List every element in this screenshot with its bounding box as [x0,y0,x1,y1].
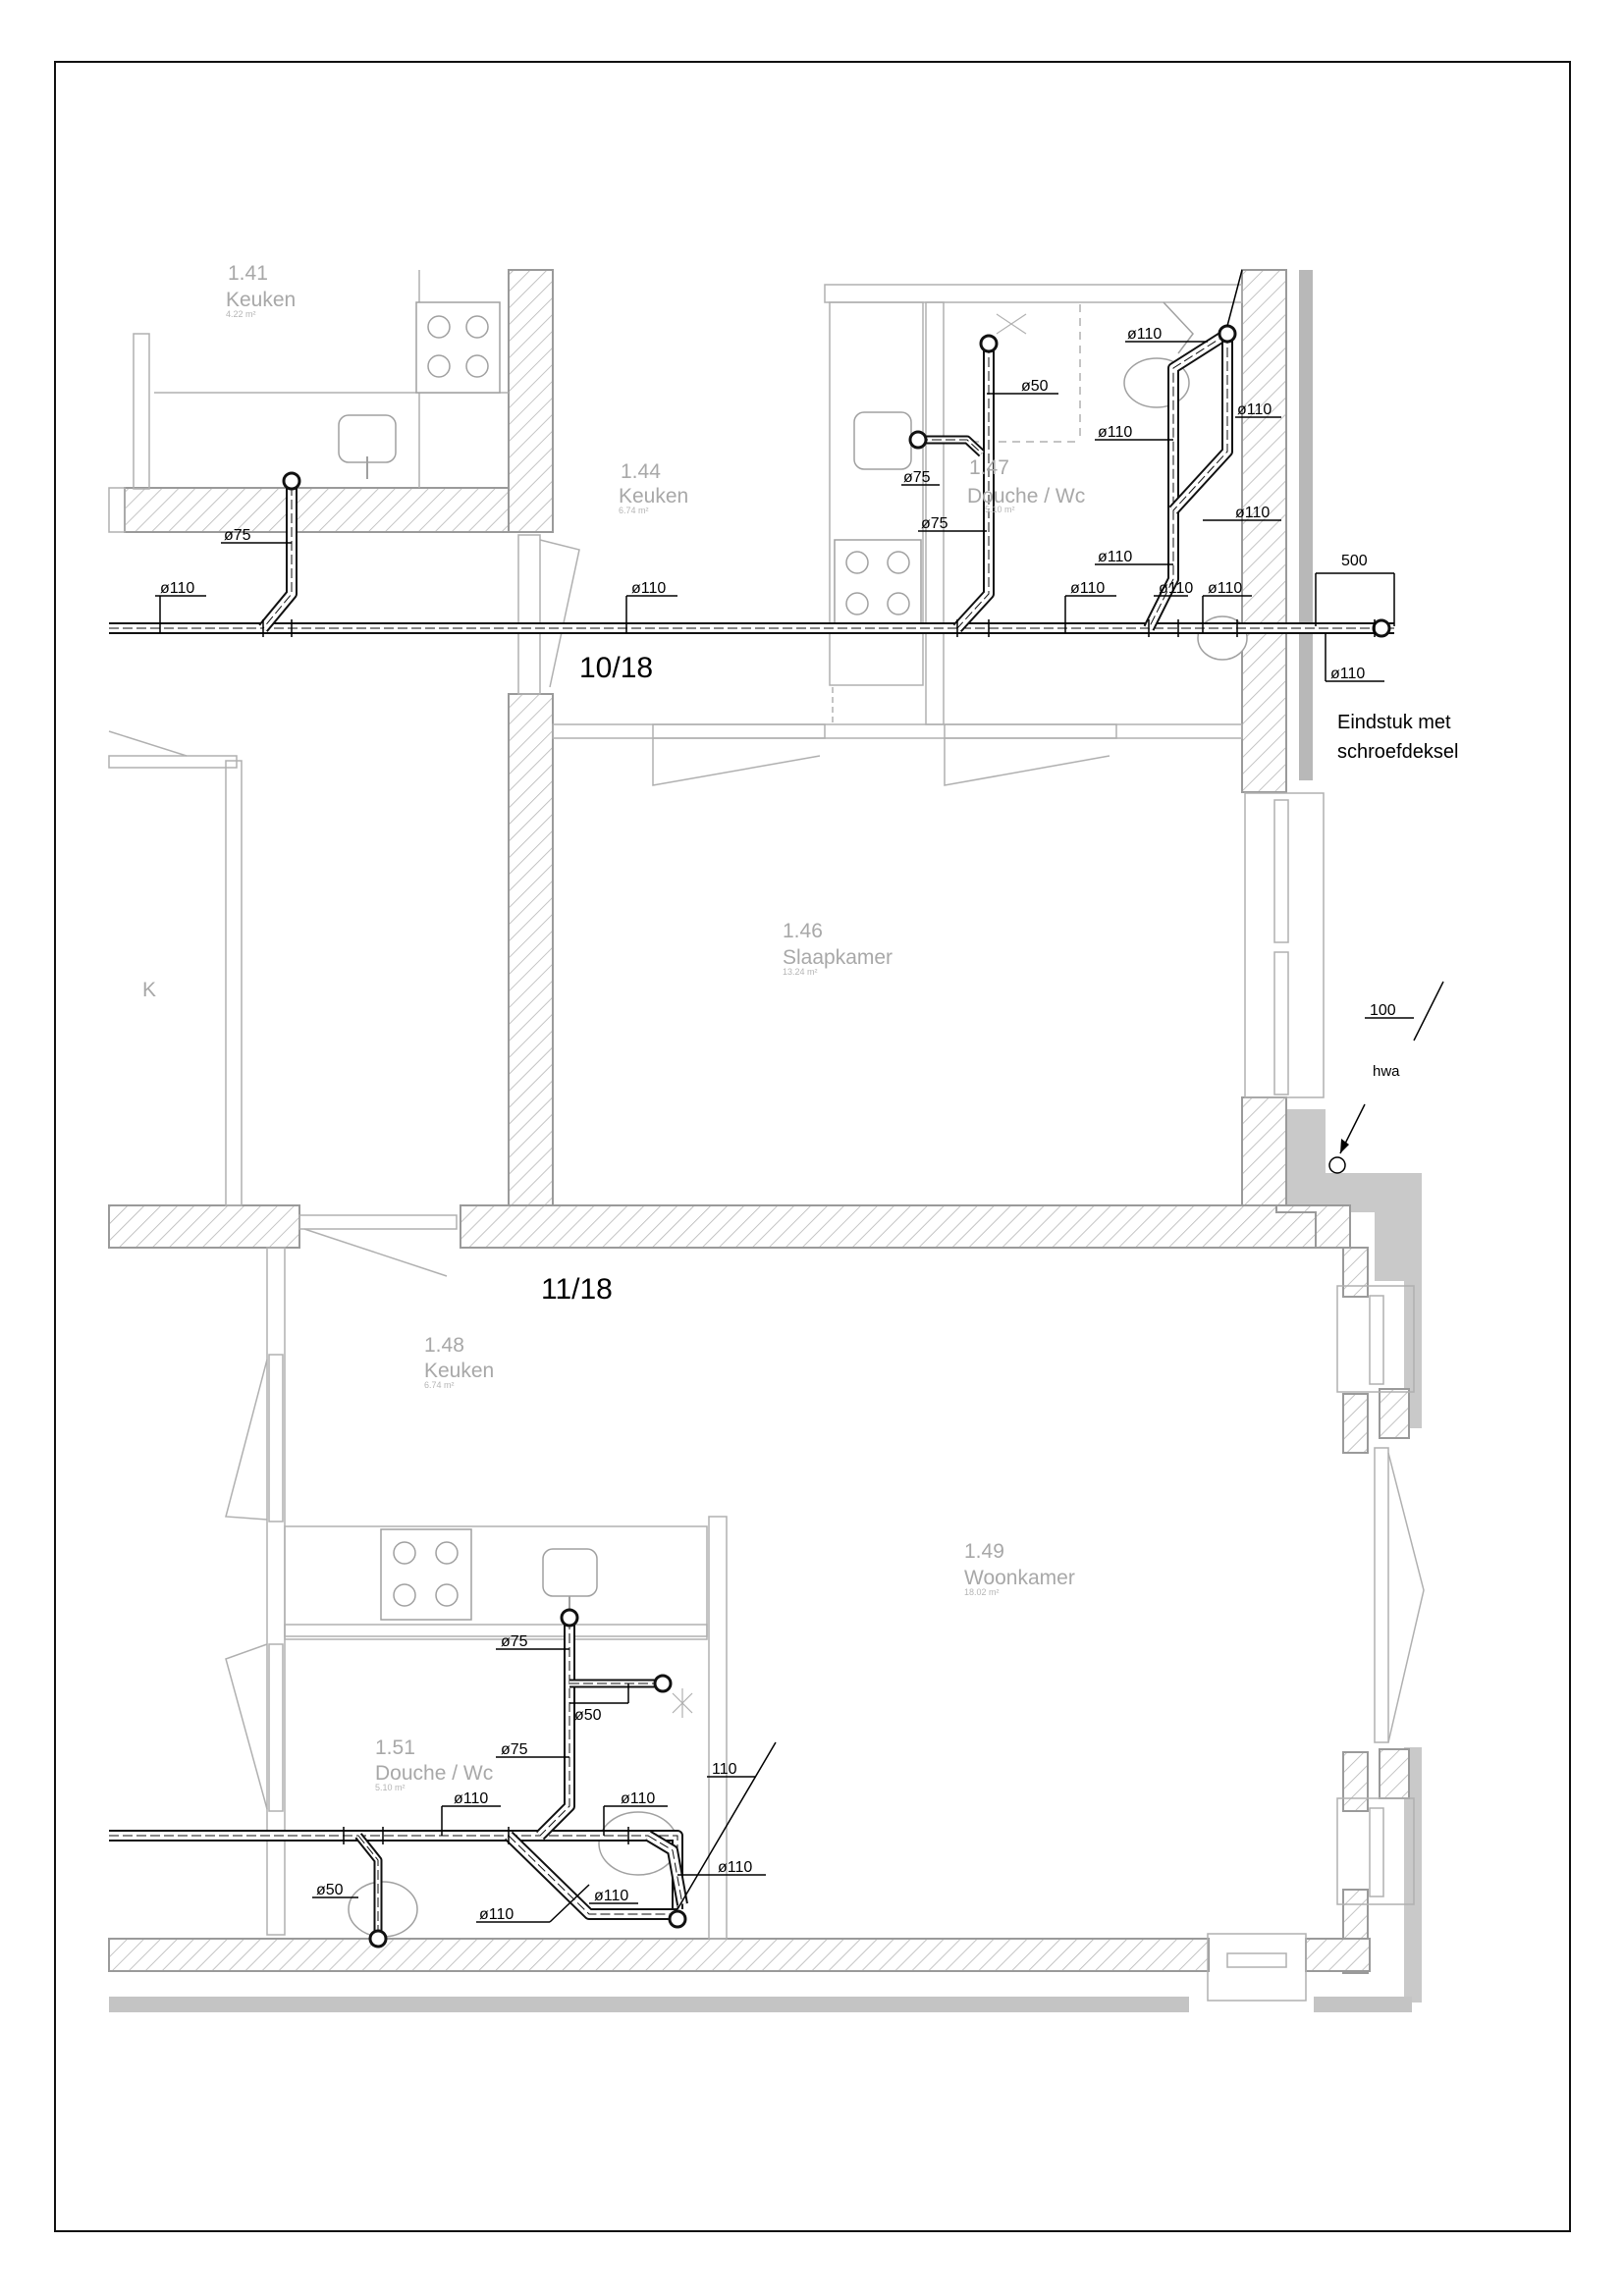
kitchen-sink-icon [338,414,397,479]
pipe-diameter-label: ø75 [501,1741,528,1758]
pipe-diameter-label: ø110 [454,1790,488,1807]
stove-hob-icon [834,539,922,627]
outer-walls [109,270,1422,2012]
floor-label: 11/18 [541,1273,613,1306]
pipe-cap-icon [368,1929,388,1949]
pipe-diameter-label: ø110 [631,580,666,597]
room-area: 18.02 m² [964,1587,1000,1597]
toilet-icon [1123,301,1194,408]
pipe-diameter-label: ø75 [903,469,931,486]
room-area: 5.10 m² [985,505,1015,514]
room-name: Keuken [226,289,296,311]
branch-pipe [258,486,298,632]
pipe-cap-icon [668,1909,687,1929]
pipe-cap-icon [282,471,301,491]
branch-pipe [952,344,995,633]
pipe-cap-icon [653,1674,673,1693]
pipe-labels-top: ø110 ø75 ø110 ø50 ø75 ø75 ø110 ø110 ø110… [155,326,1384,682]
pipe-diameter-label: ø110 [1127,326,1162,343]
room-number: 1.51 [375,1736,415,1759]
branch-pipe [644,1830,688,1906]
thin-structure [108,270,1425,2002]
pipe-diameter-label: ø110 [479,1906,514,1923]
pipe-diameter-label: ø110 [594,1888,628,1904]
drain-pipes [109,324,1394,1949]
hwa-label: hwa [1373,1063,1400,1080]
branch-pipe [354,1833,383,1939]
room-area: 6.74 m² [424,1380,455,1390]
room-name: Keuken [424,1360,494,1382]
room-name: K [142,979,156,1001]
room-number: 1.44 [621,460,661,483]
room-area: 5.10 m² [375,1783,406,1792]
pipe-diameter-label: ø50 [574,1707,602,1724]
room-name: Douche / Wc [967,485,1085,507]
pipe-cap-icon [1372,618,1391,638]
pipe-diameter-label: ø50 [1021,378,1049,395]
branch-pipe [535,1620,575,1841]
sheet-border [54,61,1571,2232]
kitchen-sink-icon [542,1548,598,1615]
room-area: 6.74 m² [619,506,649,515]
kitchen-sink-icon [853,411,912,470]
washbasin-icon [348,1881,418,1938]
fixtures [338,301,1248,1938]
pipe-diameter-label: ø75 [501,1633,528,1650]
end-piece-note: Eindstuk met [1337,712,1451,733]
dimension-100: 100 [1370,1002,1396,1019]
branch-pipe [1143,328,1231,631]
room-area: 13.24 m² [783,967,818,977]
notes: Eindstuk met schroefdeksel 500 100 hwa [677,269,1458,1910]
dimension-500: 500 [1341,553,1368,569]
room-number: 1.47 [969,456,1009,479]
shower-drain-icon [672,313,1027,1718]
pipe-cap-icon [979,334,999,353]
room-name: Slaapkamer [783,946,893,969]
pipe-diameter-label: ø110 [1330,666,1365,682]
pipe-diameter-label: ø110 [621,1790,655,1807]
room-number: 1.41 [228,262,268,285]
pipe-cap-icon [1218,324,1237,344]
pipe-diameter-label: ø110 [1235,505,1270,521]
pipe-diameter-label: ø75 [224,527,251,544]
pipe-diameter-label: ø110 [1098,424,1132,441]
pipe-diameter-label: ø110 [1237,401,1272,418]
room-name: Douche / Wc [375,1762,493,1785]
pipe-labels-bottom: ø75 ø50 ø75 110 ø110 ø110 ø110 ø110 ø50 … [312,1633,766,1923]
end-piece-note: schroefdeksel [1337,741,1458,763]
pipe-cap-icon [908,430,928,450]
pipe-diameter-label: ø110 [160,580,194,597]
pipe-diameter-label: ø110 [1098,549,1132,565]
pipe-diameter-label: ø50 [316,1882,344,1898]
room-name: Woonkamer [964,1567,1075,1589]
pipe-diameter-label: ø110 [1208,580,1242,597]
room-number: 1.49 [964,1540,1004,1563]
branch-pipe [918,435,986,457]
stove-hob-icon [380,1528,472,1621]
branch-pipe [1168,334,1233,515]
pipe-diameter-label: 110 [712,1761,737,1778]
stove-hob-icon [415,301,501,394]
pipe-diameter-label: ø110 [1070,580,1105,597]
room-number: 1.48 [424,1334,464,1357]
room-labels: 1.41 Keuken 4.22 m² 1.44 Keuken 6.74 m² … [142,262,1085,1792]
room-area: 4.22 m² [226,309,256,319]
pipe-diameter-label: ø110 [718,1859,752,1876]
room-number: 1.46 [783,920,823,942]
branch-pipe [504,1831,677,1920]
floor-label: 10/18 [579,652,653,684]
pipe-cap-icon [560,1608,579,1628]
hatched-walls [108,269,1410,1974]
pipe-diameter-label: ø75 [921,515,948,532]
rainwater-downpipe-icon [1328,1156,1346,1174]
pipe-diameter-label: ø110 [1159,580,1193,597]
room-name: Keuken [619,485,688,507]
